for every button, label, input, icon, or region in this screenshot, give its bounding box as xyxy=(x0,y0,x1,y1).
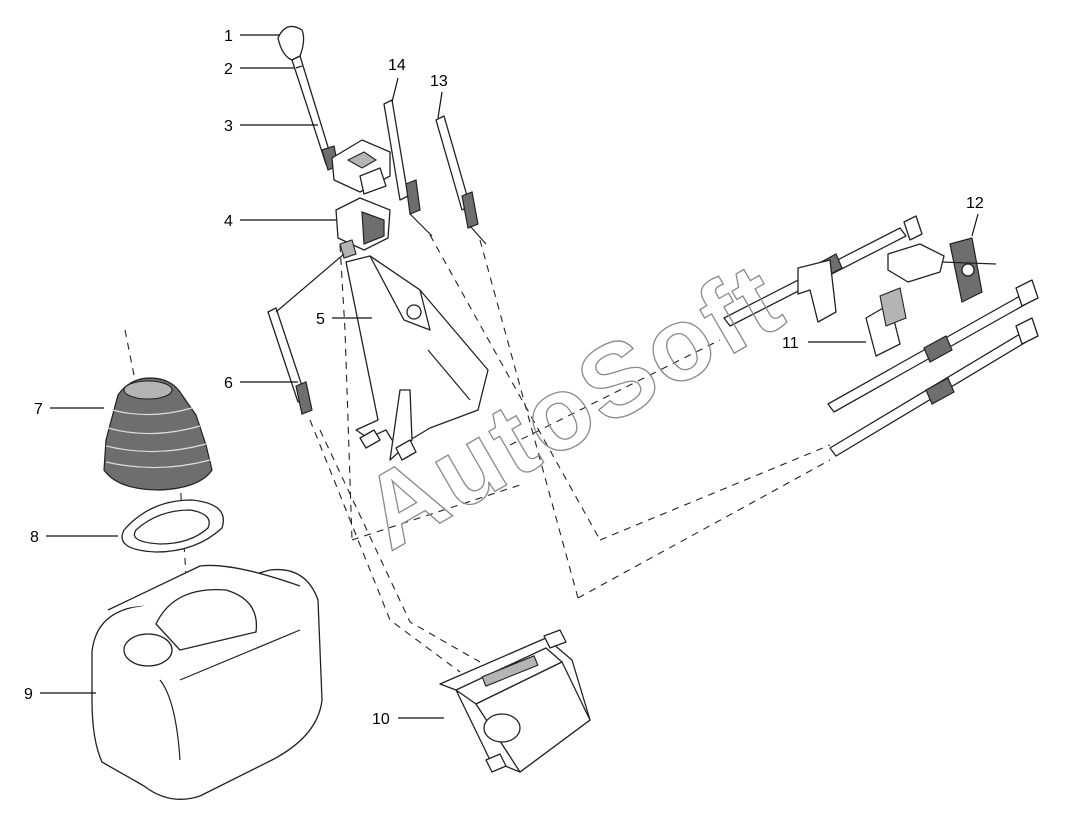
rubber-boot xyxy=(103,377,213,491)
shift-lever xyxy=(277,25,339,171)
callout-13: 13 xyxy=(430,73,448,90)
selector-assembly xyxy=(887,215,997,303)
callout-9: 9 xyxy=(24,686,33,703)
callout-leaders xyxy=(40,34,979,719)
callout-4: 4 xyxy=(224,213,233,230)
lower-bracket xyxy=(439,629,591,773)
upper-cable-ends xyxy=(383,99,487,245)
cable-clip xyxy=(797,259,907,357)
mounting-bracket xyxy=(345,255,489,461)
callout-labels: 1 2 3 4 5 6 7 8 9 10 11 12 13 14 xyxy=(24,28,984,728)
callout-12: 12 xyxy=(966,195,984,212)
callout-7: 7 xyxy=(34,401,43,418)
callout-10: 10 xyxy=(372,711,390,728)
callout-14: 14 xyxy=(388,57,406,74)
boot-ring xyxy=(121,499,224,553)
callout-8: 8 xyxy=(30,529,39,546)
short-cable-end xyxy=(267,253,345,415)
callout-1: 1 xyxy=(224,28,233,45)
shift-arm-bracket xyxy=(331,139,391,195)
callout-11: 11 xyxy=(782,335,799,352)
callout-6: 6 xyxy=(224,375,233,392)
callout-3: 3 xyxy=(224,118,233,135)
callout-5: 5 xyxy=(316,311,325,328)
pivot-block xyxy=(335,197,391,259)
console-cover xyxy=(91,564,323,800)
callout-2: 2 xyxy=(224,61,233,78)
dashed-routing-lines xyxy=(124,234,831,673)
